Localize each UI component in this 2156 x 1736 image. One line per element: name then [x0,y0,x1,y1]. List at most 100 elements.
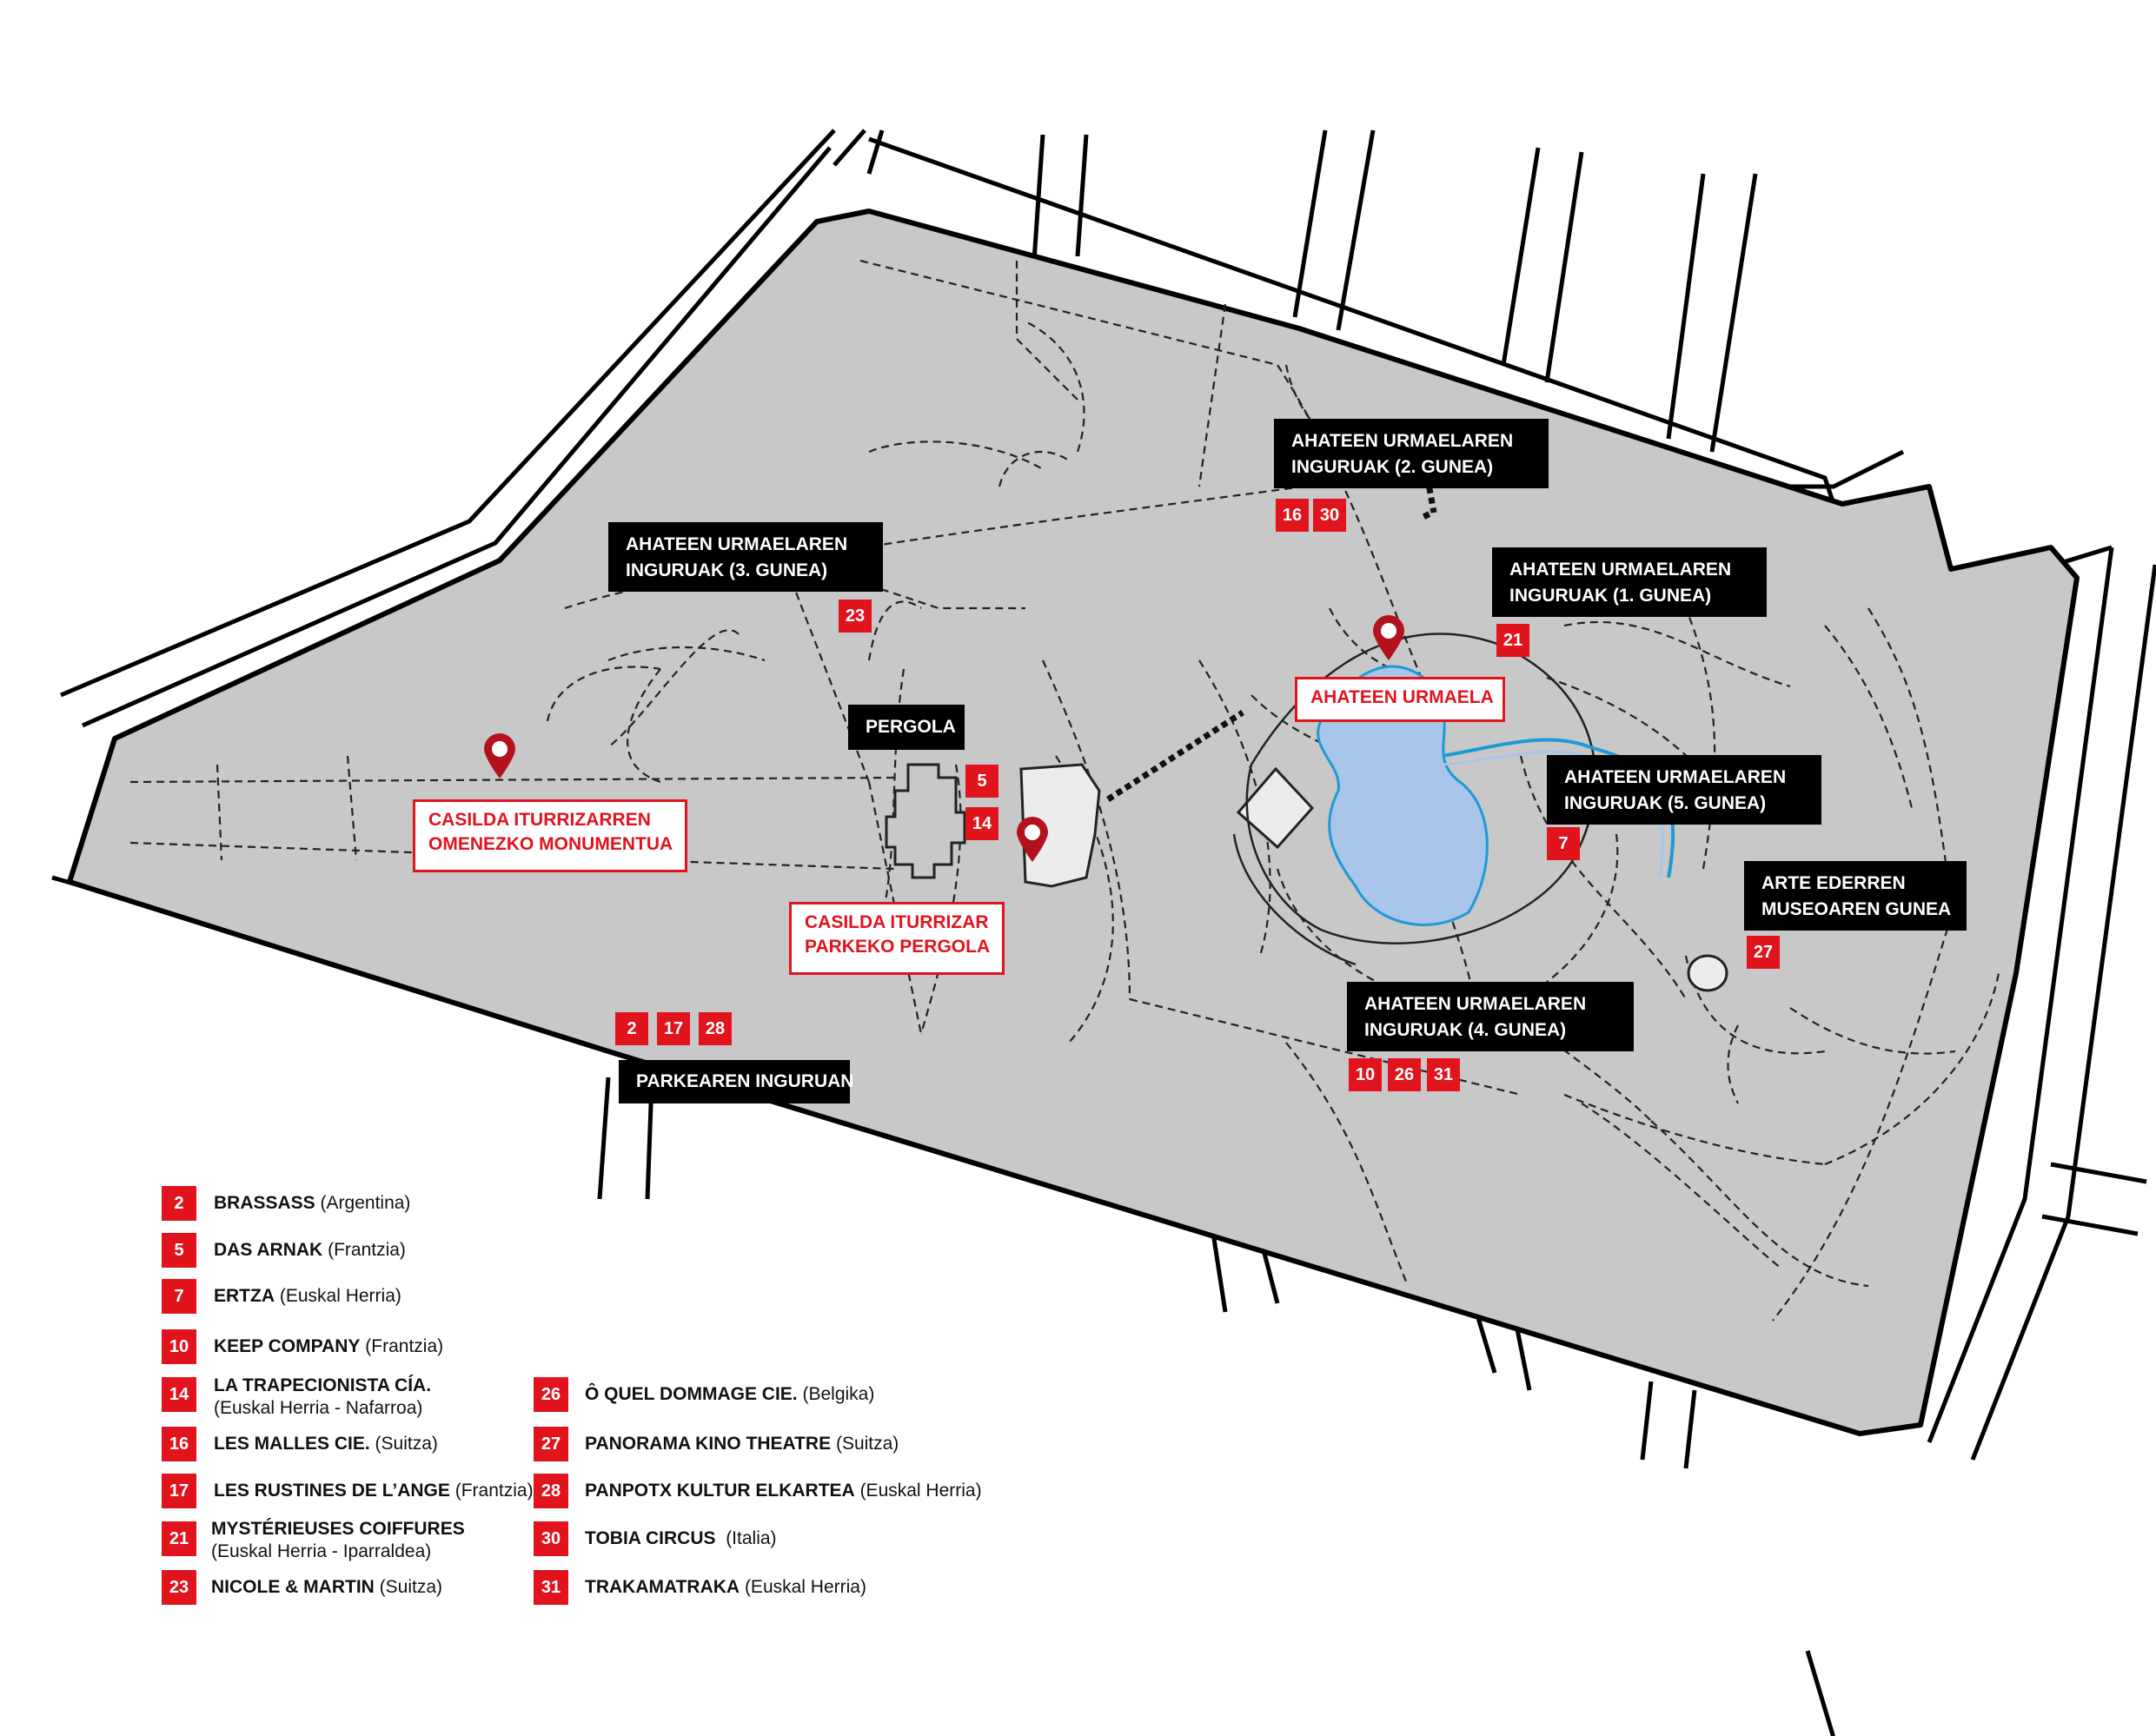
legend-item: LA TRAPECIONISTA CÍA.(Euskal Herria - Na… [214,1375,431,1420]
parkearen-line1: PARKEAREN INGURUAN [636,1071,854,1091]
zone-5-line1: AHATEEN URMAELAREN [1564,767,1787,787]
pergola-landmark-line2: PARKEKO PERGOLA [805,937,991,957]
legend-name: PANORAMA KINO THEATRE [585,1434,832,1454]
legend-badge: 2 [162,1186,196,1221]
legend-origin: (Frantzia) [328,1240,406,1260]
legend-name: NICOLE & MARTIN [211,1577,375,1597]
legend-item: DAS ARNAK (Frantzia) [214,1240,406,1261]
map-pin-icon[interactable] [481,732,518,780]
legend-name: TRAKAMATRAKA [585,1577,740,1597]
monument-building [1019,763,1101,888]
legend-badge: 28 [534,1474,568,1508]
legend-origin: (Belgika) [802,1384,875,1404]
legend-item: Ô QUEL DOMMAGE CIE. (Belgika) [585,1384,874,1405]
pergola-zone-line1: PERGOLA [866,717,956,737]
zone-label-3: AHATEEN URMAELAREN INGURUAK (3. GUNEA) [608,522,883,592]
zone-5-badge-7: 7 [1547,827,1580,860]
zone-4-line2: INGURUAK (4. GUNEA) [1364,1020,1567,1040]
pergola-badge-5: 5 [965,765,998,798]
legend-origin: (Italia) [726,1528,777,1548]
zone-label-parkearen: PARKEAREN INGURUAN [619,1060,854,1103]
legend-badge: 7 [162,1279,196,1314]
legend-origin: (Argentina) [320,1193,411,1213]
zone-label-pergola: PERGOLA [848,705,965,750]
zone-1-line2: INGURUAK (1. GUNEA) [1509,586,1712,606]
legend-badge: 31 [534,1570,568,1605]
legend-name: LES RUSTINES DE L’ANGE [214,1481,450,1501]
legend-name: MYSTÉRIEUSES COIFFURES [211,1519,465,1539]
legend-name: BRASSASS [214,1193,315,1213]
legend-name: ERTZA [214,1286,275,1306]
zone-label-1: AHATEEN URMAELAREN INGURUAK (1. GUNEA) [1492,547,1767,617]
legend-item: BRASSASS (Argentina) [214,1193,410,1214]
legend-item: PANPOTX KULTUR ELKARTEA (Euskal Herria) [585,1481,982,1501]
zone-label-4: AHATEEN URMAELAREN INGURUAK (4. GUNEA) [1347,982,1634,1051]
legend-origin: (Suitza) [835,1434,899,1454]
pond-building [1236,766,1315,850]
map-pin-icon[interactable] [1370,613,1407,662]
pergola-badge-14: 14 [965,807,998,840]
legend-badge: 26 [534,1377,568,1412]
zone-4-badge-31: 31 [1427,1058,1460,1091]
zone-3-line1: AHATEEN URMAELAREN [626,534,848,554]
legend-name: Ô QUEL DOMMAGE CIE. [585,1384,798,1404]
legend-name: LA TRAPECIONISTA CÍA. [214,1375,432,1395]
legend-origin: (Suitza) [375,1434,438,1454]
zone-label-arte: ARTE EDERREN MUSEOAREN GUNEA [1744,861,1967,931]
monument-line2: OMENEZKO MONUMENTUA [428,834,673,854]
monument-line1: CASILDA ITURRIZARREN [428,810,651,830]
landmark-monument-label: CASILDA ITURRIZARREN OMENEZKO MONUMENTUA [413,799,687,872]
legend-origin: (Euskal Herria) [744,1577,866,1597]
legend-badge: 17 [162,1474,196,1508]
arte-line2: MUSEOAREN GUNEA [1761,899,1952,919]
legend-name: LES MALLES CIE. [214,1434,370,1454]
legend-item: TOBIA CIRCUS (Italia) [585,1528,777,1549]
legend-origin: (Frantzia) [454,1481,534,1501]
arte-line1: ARTE EDERREN [1761,873,1906,893]
pergola-landmark-line1: CASILDA ITURRIZAR [805,912,989,932]
pond-line1: AHATEEN URMAELA [1310,687,1494,707]
legend-item: KEEP COMPANY (Frantzia) [214,1336,443,1357]
zone-label-5: AHATEEN URMAELAREN INGURUAK (5. GUNEA) [1547,755,1821,825]
legend-name: KEEP COMPANY [214,1336,361,1356]
map-pin-icon[interactable] [1014,815,1051,864]
legend-origin: (Euskal Herria) [279,1286,401,1306]
legend-badge: 5 [162,1233,196,1268]
zone-4-badge-10: 10 [1349,1058,1382,1091]
zone-label-2: AHATEEN URMAELAREN INGURUAK (2. GUNEA) [1274,419,1549,488]
legend-badge: 30 [534,1521,568,1556]
legend-item: NICOLE & MARTIN (Suitza) [211,1577,442,1598]
legend-badge: 21 [162,1521,196,1556]
legend-origin: (Euskal Herria - Iparraldea) [211,1541,432,1561]
zone-5-line2: INGURUAK (5. GUNEA) [1564,793,1767,813]
legend-item: LES RUSTINES DE L’ANGE (Frantzia) [214,1481,534,1501]
parkearen-badge-17: 17 [657,1012,690,1045]
small-pond [1687,954,1728,992]
parkearen-badge-2: 2 [615,1012,648,1045]
zone-4-badge-26: 26 [1388,1058,1421,1091]
zone-2-badge-16: 16 [1276,499,1309,532]
legend-origin: (Euskal Herria) [859,1481,982,1501]
legend-badge: 10 [162,1329,196,1364]
zone-4-line1: AHATEEN URMAELAREN [1364,994,1587,1014]
legend-badge: 14 [162,1377,196,1412]
legend-origin: (Suitza) [379,1577,443,1597]
zone-1-badge-21: 21 [1496,624,1529,657]
landmark-pergola-label: CASILDA ITURRIZAR PARKEKO PERGOLA [789,902,1005,975]
zone-3-line2: INGURUAK (3. GUNEA) [626,560,828,580]
legend-name: PANPOTX KULTUR ELKARTEA [585,1481,855,1501]
legend-origin: (Frantzia) [365,1336,444,1356]
arte-badge-27: 27 [1747,936,1780,969]
legend-item: LES MALLES CIE. (Suitza) [214,1434,438,1454]
legend-badge: 27 [534,1427,568,1461]
legend-name: DAS ARNAK [214,1240,323,1260]
legend-item: MYSTÉRIEUSES COIFFURES(Euskal Herria - I… [211,1518,465,1563]
legend-badge: 16 [162,1427,196,1461]
legend-name: TOBIA CIRCUS [585,1528,721,1548]
legend-badge: 23 [162,1570,196,1605]
pergola-building [885,763,966,879]
zone-2-line1: AHATEEN URMAELAREN [1291,431,1514,451]
zone-3-badge-23: 23 [839,600,872,633]
zone-2-line2: INGURUAK (2. GUNEA) [1291,457,1494,477]
